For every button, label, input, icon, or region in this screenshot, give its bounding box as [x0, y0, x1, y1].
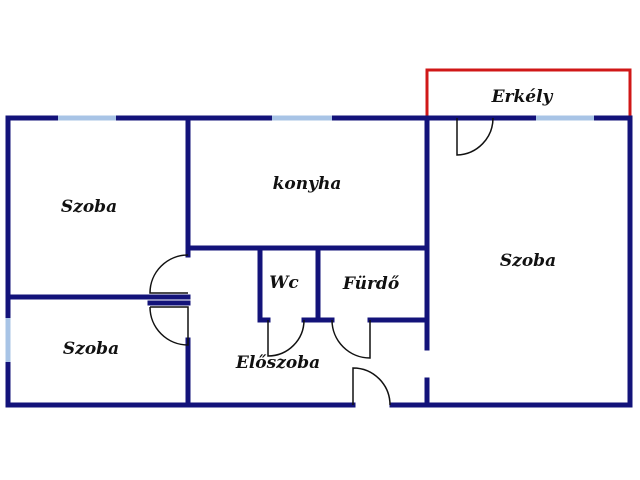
door-wc	[267, 319, 305, 357]
label-room-top-left: Szoba	[61, 197, 117, 217]
door-bottom-left-room	[149, 306, 189, 346]
windows	[5, 115, 594, 362]
label-room-right: Szoba	[500, 251, 556, 271]
label-kitchen: konyha	[273, 174, 342, 194]
door-top-left-room	[149, 254, 189, 294]
label-room-bottom-left: Szoba	[63, 339, 119, 359]
door-bathroom	[331, 319, 371, 359]
label-hallway: Előszoba	[235, 353, 320, 373]
door-balcony	[456, 117, 494, 156]
label-balcony: Erkély	[491, 87, 554, 107]
door-entrance	[352, 367, 391, 406]
label-bathroom: Fürdő	[342, 274, 400, 294]
doors	[149, 117, 494, 406]
balcony-outline	[425, 68, 632, 118]
label-wc: Wc	[269, 273, 299, 293]
